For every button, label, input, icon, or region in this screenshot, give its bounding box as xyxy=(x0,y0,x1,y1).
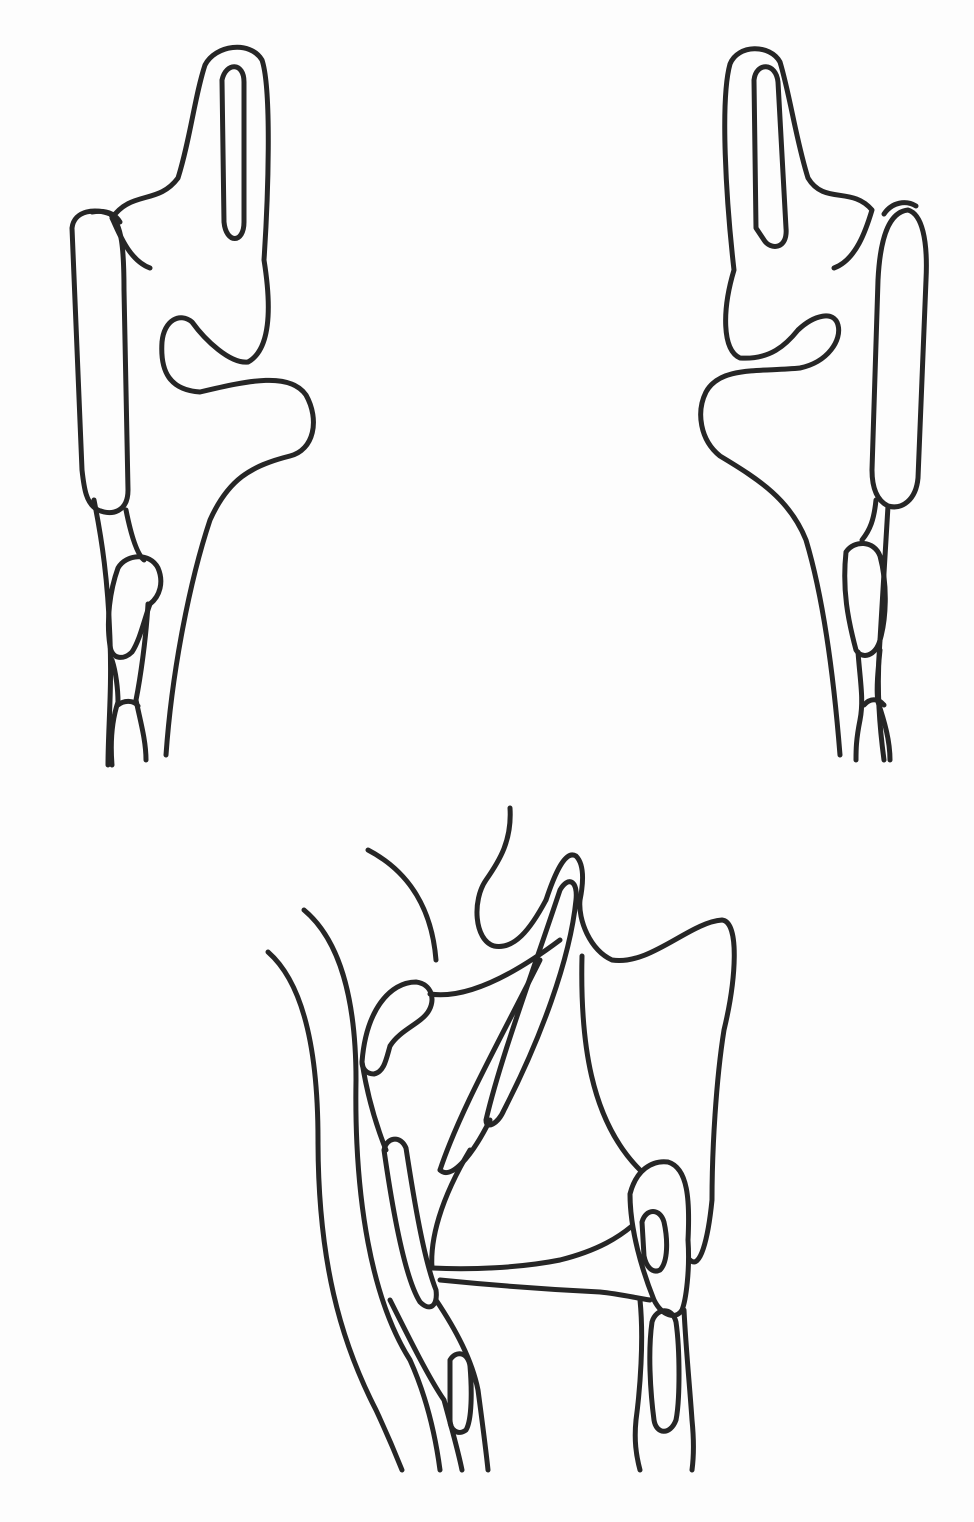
top-right-inner-loop xyxy=(754,67,786,247)
top-left-lower-right-line xyxy=(126,510,144,560)
top-left-inner-loop xyxy=(222,67,244,239)
top-right-outer-bar xyxy=(872,210,926,507)
bottom-triangle-right xyxy=(582,956,640,1170)
bottom-upper-left-oval xyxy=(362,982,432,1074)
top-left-figure xyxy=(72,47,313,765)
top-right-stem-left xyxy=(856,652,862,760)
bottom-right-outer-oval xyxy=(630,1162,689,1316)
top-left-oval xyxy=(108,557,160,658)
bottom-top-hook xyxy=(477,808,546,947)
bottom-left-small-oval xyxy=(450,1354,471,1433)
top-right-small-loop xyxy=(864,700,884,705)
bottom-center-figure xyxy=(268,808,734,1470)
top-left-outer-bar xyxy=(72,211,128,513)
top-left-small-loop xyxy=(118,701,138,706)
bottom-right-stem-left xyxy=(635,1300,641,1470)
bottom-right-stem-right xyxy=(684,1310,694,1470)
bottom-right-small-oval xyxy=(650,1311,679,1432)
top-right-figure xyxy=(701,49,927,760)
bottom-spike-inner-loop xyxy=(486,882,576,1125)
bottom-right-inner-oval xyxy=(642,1212,667,1272)
top-right-lower-left-line xyxy=(862,500,876,540)
bottom-outer-curve-3 xyxy=(368,850,436,960)
bottom-triangle-left xyxy=(432,1150,470,1268)
bottom-outer-curve-1 xyxy=(268,952,402,1470)
top-right-oval xyxy=(845,543,886,655)
bottom-triangle-base xyxy=(432,1226,632,1269)
bottom-left-long-oval xyxy=(384,1139,436,1307)
bottom-outer-curve-2 xyxy=(304,910,440,1470)
top-right-tall-lobe xyxy=(701,49,872,755)
bottom-lower-band xyxy=(440,1280,650,1300)
bottom-left-stem xyxy=(436,1300,488,1470)
